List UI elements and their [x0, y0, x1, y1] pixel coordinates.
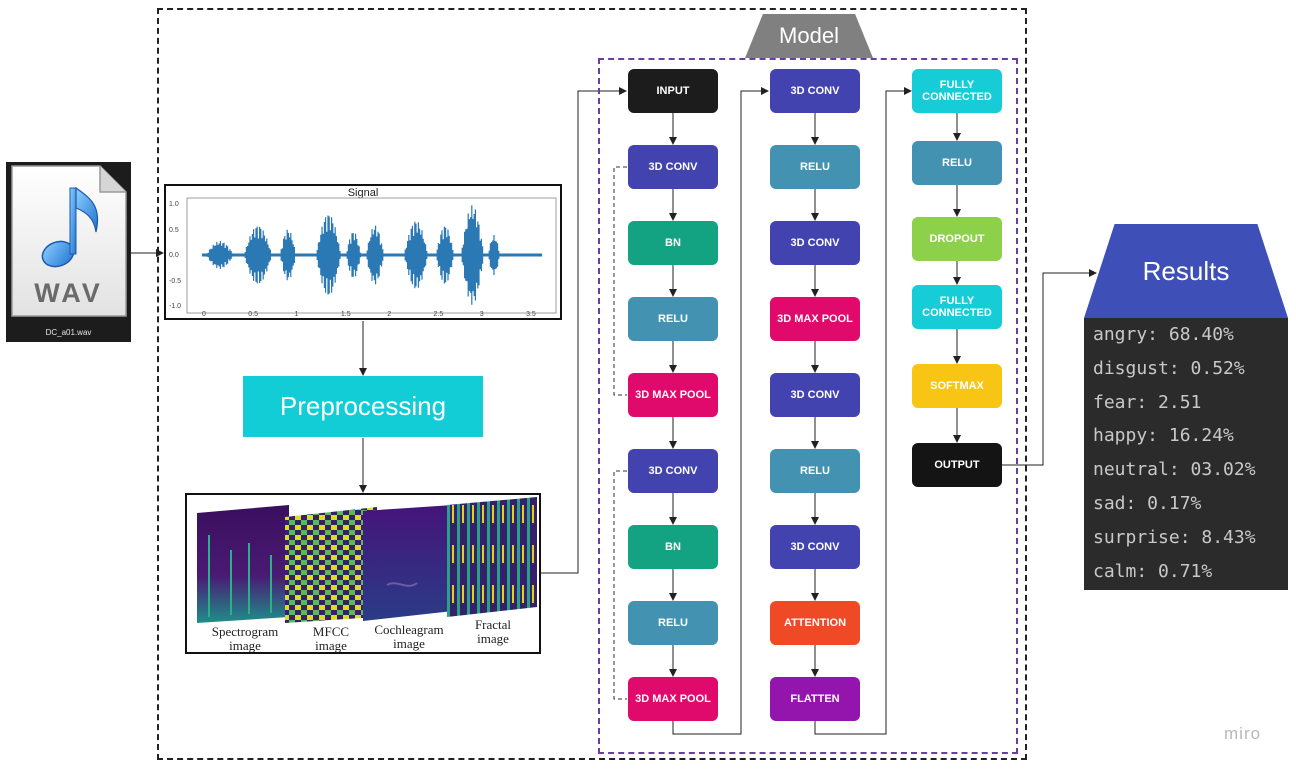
- caption-line: image: [477, 631, 509, 646]
- result-line: neutral: 03.02%: [1093, 459, 1256, 481]
- layer-relu-node[interactable]: RELU: [628, 297, 718, 341]
- result-line: happy: 16.24%: [1093, 425, 1234, 447]
- result-line: surprise: 8.43%: [1093, 526, 1256, 548]
- y-tick-label: 0.5: [169, 226, 179, 234]
- caption-line: Spectrogram: [211, 624, 279, 639]
- layer-softmax-node[interactable]: SOFTMAX: [912, 364, 1002, 408]
- caption-line: image: [229, 638, 261, 653]
- x-tick-label: 3.5: [526, 311, 536, 318]
- layer-3d-conv-node[interactable]: 3D CONV: [628, 145, 718, 189]
- y-tick-label: -0.5: [169, 277, 182, 285]
- layer-bn-node[interactable]: BN: [628, 525, 718, 569]
- feature-image-stack: [197, 497, 537, 623]
- layer-input-node[interactable]: INPUT: [628, 69, 718, 113]
- result-line: disgust: 0.52%: [1093, 357, 1245, 379]
- x-tick-label: 2.5: [433, 311, 444, 318]
- layer-output-node[interactable]: OUTPUT: [912, 443, 1002, 487]
- miro-watermark: miro: [1224, 724, 1262, 743]
- result-line: angry: 68.40%: [1093, 324, 1234, 345]
- layer-flatten-node[interactable]: FLATTEN: [770, 677, 860, 721]
- file-name: DC_a01.wav: [45, 328, 92, 337]
- arrow-images-to-input: [541, 87, 627, 574]
- layer-fully-connected-node[interactable]: FULLY CONNECTED: [912, 69, 1002, 113]
- fractal-image: [447, 497, 537, 617]
- layer-3d-max-pool-node[interactable]: 3D MAX POOL: [628, 677, 718, 721]
- layer-3d-conv-node[interactable]: 3D CONV: [770, 69, 860, 113]
- wav-file-icon[interactable]: WAV DC_a01.wav: [6, 162, 131, 342]
- arrow-col2-to-col3: [814, 87, 912, 735]
- layer-dropout-node[interactable]: DROPOUT: [912, 217, 1002, 261]
- signal-plot: Signal 1.0 0.5 0.0 -0.5 -1.0 0 0.5 1 1.5 2 2.5 3 3.…: [164, 184, 562, 320]
- layer-fully-connected-node[interactable]: FULLY CONNECTED: [912, 285, 1002, 329]
- model-title: Model: [745, 14, 873, 58]
- preprocessing-block[interactable]: Preprocessing: [243, 376, 483, 437]
- file-document-icon: [11, 165, 127, 317]
- caption-line: MFCC: [312, 624, 350, 639]
- layer-3d-max-pool-node[interactable]: 3D MAX POOL: [628, 373, 718, 417]
- x-tick-label: 0: [202, 311, 206, 318]
- layer-bn-node[interactable]: BN: [628, 221, 718, 265]
- waveform-bursts: [206, 205, 500, 305]
- y-tick-label: 1.0: [169, 201, 179, 208]
- y-tick-label: 0.0: [169, 252, 179, 259]
- layer-3d-max-pool-node[interactable]: 3D MAX POOL: [770, 297, 860, 341]
- layer-3d-conv-node[interactable]: 3D CONV: [770, 373, 860, 417]
- layer-3d-conv-node[interactable]: 3D CONV: [770, 221, 860, 265]
- results-panel: angry: 68.40% disgust: 0.52% fear: 2.51 hap…: [1084, 318, 1288, 590]
- layer-relu-node[interactable]: RELU: [912, 141, 1002, 185]
- result-line: fear: 2.51: [1093, 391, 1202, 413]
- result-line: calm: 0.71%: [1093, 560, 1213, 582]
- music-note-icon: [41, 186, 99, 268]
- layer-attention-node[interactable]: ATTENTION: [770, 601, 860, 645]
- caption-line: Fractal: [474, 617, 512, 632]
- x-tick-label: 3: [479, 311, 484, 318]
- x-tick-label: 1: [294, 311, 299, 318]
- skip-connection-2: [613, 470, 627, 700]
- pipeline-container: [157, 8, 1027, 760]
- caption-line: image: [393, 636, 425, 651]
- layer-relu-node[interactable]: RELU: [770, 145, 860, 189]
- arrow-col1-to-col2: [672, 87, 769, 735]
- layer-relu-node[interactable]: RELU: [628, 601, 718, 645]
- signal-plot-title: Signal: [347, 187, 379, 199]
- x-tick-label: 1.5: [340, 311, 351, 318]
- layer-3d-conv-node[interactable]: 3D CONV: [770, 525, 860, 569]
- file-format-label: WAV: [34, 278, 103, 308]
- result-line: sad: 0.17%: [1093, 493, 1202, 514]
- results-title: Results: [1084, 224, 1288, 318]
- signal-waveform: [186, 197, 557, 314]
- x-tick-label: 2: [387, 311, 392, 318]
- layer-relu-node[interactable]: RELU: [770, 449, 860, 493]
- y-tick-label: -1.0: [169, 303, 182, 310]
- cochleagram-image: [363, 505, 453, 621]
- arrow-output-to-results: [1002, 269, 1097, 466]
- caption-line: Cochleagram: [374, 622, 444, 637]
- skip-connection-1: [613, 166, 627, 396]
- layer-3d-conv-node[interactable]: 3D CONV: [628, 449, 718, 493]
- model-container: [598, 58, 1018, 754]
- caption-line: image: [315, 638, 347, 653]
- mfcc-image: [285, 507, 377, 623]
- spectrogram-image: [197, 505, 289, 623]
- x-tick-label: 0.5: [248, 311, 259, 318]
